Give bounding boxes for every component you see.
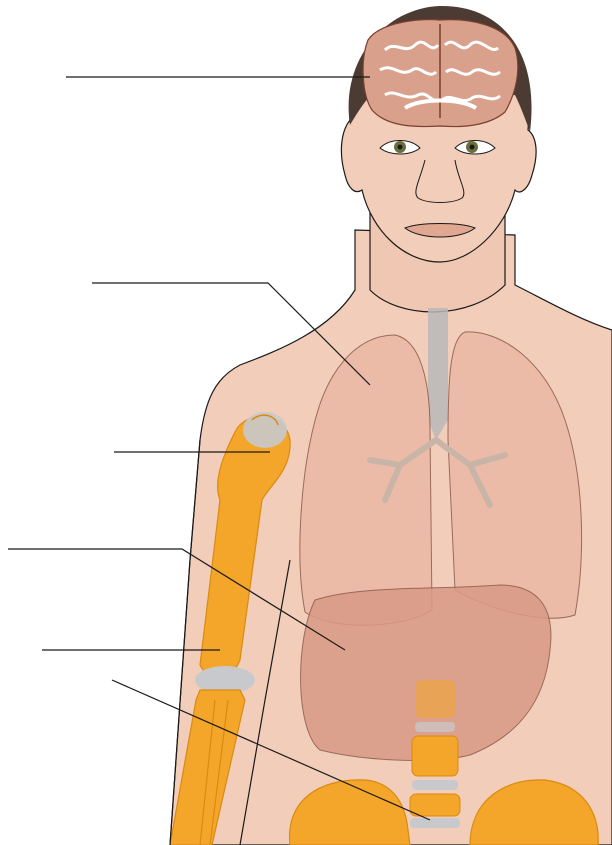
brain <box>363 20 518 127</box>
trachea <box>428 308 448 440</box>
spine <box>410 680 460 828</box>
